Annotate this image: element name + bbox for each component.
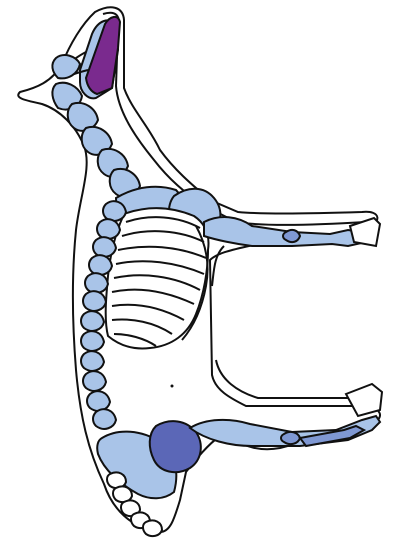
thoracic-vertebra-6 xyxy=(83,291,106,311)
hock xyxy=(281,432,300,444)
lumbar-vertebra-4 xyxy=(83,371,106,391)
tail-vertebra-5 xyxy=(143,520,162,536)
belly-dot xyxy=(171,385,174,388)
lumbar-vertebra-3 xyxy=(81,351,104,371)
lumbar-vertebra-5 xyxy=(87,391,110,411)
thoracic-vertebra-4 xyxy=(89,255,112,275)
lumbar-vertebra-6 xyxy=(93,409,116,429)
thoracic-vertebra-3 xyxy=(93,237,116,257)
thoracic-vertebra-2 xyxy=(97,219,120,239)
front-carpal xyxy=(283,230,300,242)
lumbar-vertebra-2 xyxy=(81,331,104,351)
thoracic-vertebra-5 xyxy=(85,273,108,293)
lumbar-vertebra-1 xyxy=(81,311,104,331)
thoracic-vertebra-1 xyxy=(103,201,126,221)
